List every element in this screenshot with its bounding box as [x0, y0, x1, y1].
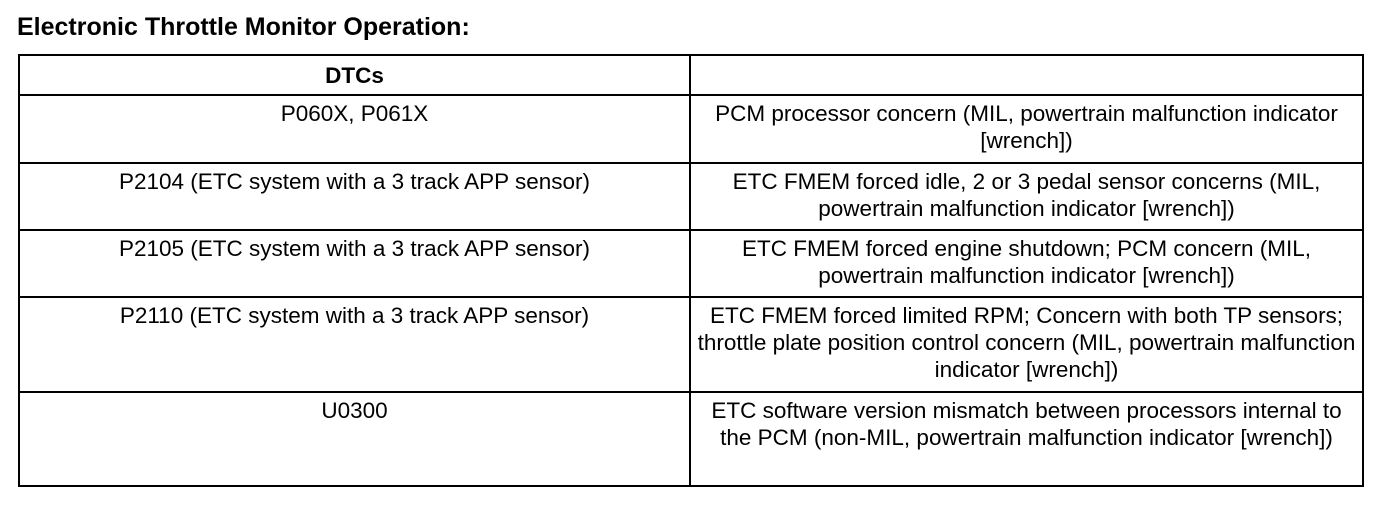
description-cell: ETC FMEM forced engine shutdown; PCM con…: [689, 229, 1364, 298]
table-header-row: DTCs: [18, 54, 1364, 96]
page-title: Electronic Throttle Monitor Operation:: [17, 13, 470, 41]
table-row: P060X, P061X PCM processor concern (MIL,…: [18, 94, 1364, 164]
table-row: P2105 (ETC system with a 3 track APP sen…: [18, 229, 1364, 298]
dtc-cell: P2105 (ETC system with a 3 track APP sen…: [18, 229, 691, 298]
description-cell: ETC FMEM forced idle, 2 or 3 pedal senso…: [689, 162, 1364, 231]
dtc-cell: U0300: [18, 391, 691, 487]
description-cell: PCM processor concern (MIL, powertrain m…: [689, 94, 1364, 164]
dtc-table: DTCs P060X, P061X PCM processor concern …: [18, 54, 1364, 487]
column-header-description: [689, 54, 1364, 96]
description-cell: ETC software version mismatch between pr…: [689, 391, 1364, 487]
table-row: P2110 (ETC system with a 3 track APP sen…: [18, 296, 1364, 393]
dtc-cell: P2104 (ETC system with a 3 track APP sen…: [18, 162, 691, 231]
dtc-cell: P060X, P061X: [18, 94, 691, 164]
column-header-dtcs: DTCs: [18, 54, 691, 96]
dtc-cell: P2110 (ETC system with a 3 track APP sen…: [18, 296, 691, 393]
table-row: P2104 (ETC system with a 3 track APP sen…: [18, 162, 1364, 231]
description-cell: ETC FMEM forced limited RPM; Concern wit…: [689, 296, 1364, 393]
table-row: U0300 ETC software version mismatch betw…: [18, 391, 1364, 487]
